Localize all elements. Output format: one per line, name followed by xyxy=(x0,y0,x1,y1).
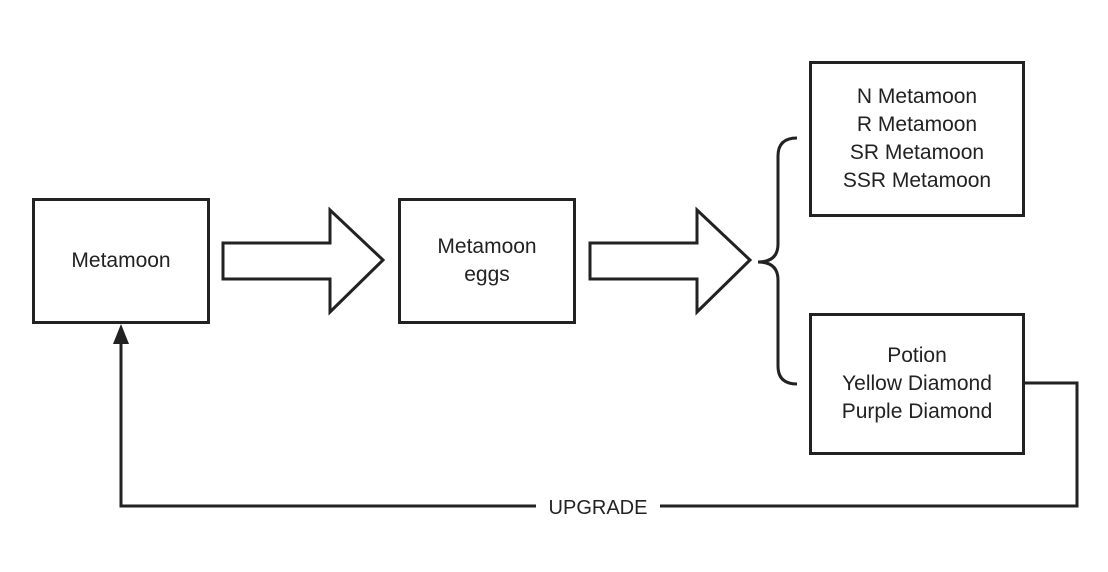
node-rarities: N Metamoon R Metamoon SR Metamoon SSR Me… xyxy=(809,61,1025,217)
node-items: Potion Yellow Diamond Purple Diamond xyxy=(809,313,1025,455)
rarity-r: R Metamoon xyxy=(856,113,978,136)
upgrade-feedback-line xyxy=(119,342,1079,508)
node-metamoon: Metamoon xyxy=(32,198,210,324)
curly-brace xyxy=(757,136,798,386)
item-potion: Potion xyxy=(887,344,947,367)
item-yellow-diamond: Yellow Diamond xyxy=(842,372,992,395)
arrow-eggs-to-outputs xyxy=(588,206,753,316)
node-metamoon-eggs: Metamoon eggs xyxy=(398,198,576,324)
rarity-ssr: SSR Metamoon xyxy=(842,169,992,192)
item-purple-diamond: Purple Diamond xyxy=(841,400,993,423)
upgrade-label: UPGRADE xyxy=(536,493,660,523)
node-metamoon-label: Metamoon xyxy=(71,249,171,272)
rarity-sr: SR Metamoon xyxy=(849,141,985,164)
arrow-metamoon-to-eggs xyxy=(221,206,386,316)
rarity-n: N Metamoon xyxy=(856,85,978,108)
upgrade-arrowhead xyxy=(113,324,129,344)
node-eggs-line-1: Metamoon xyxy=(437,235,537,258)
node-eggs-line-2: eggs xyxy=(464,263,510,286)
